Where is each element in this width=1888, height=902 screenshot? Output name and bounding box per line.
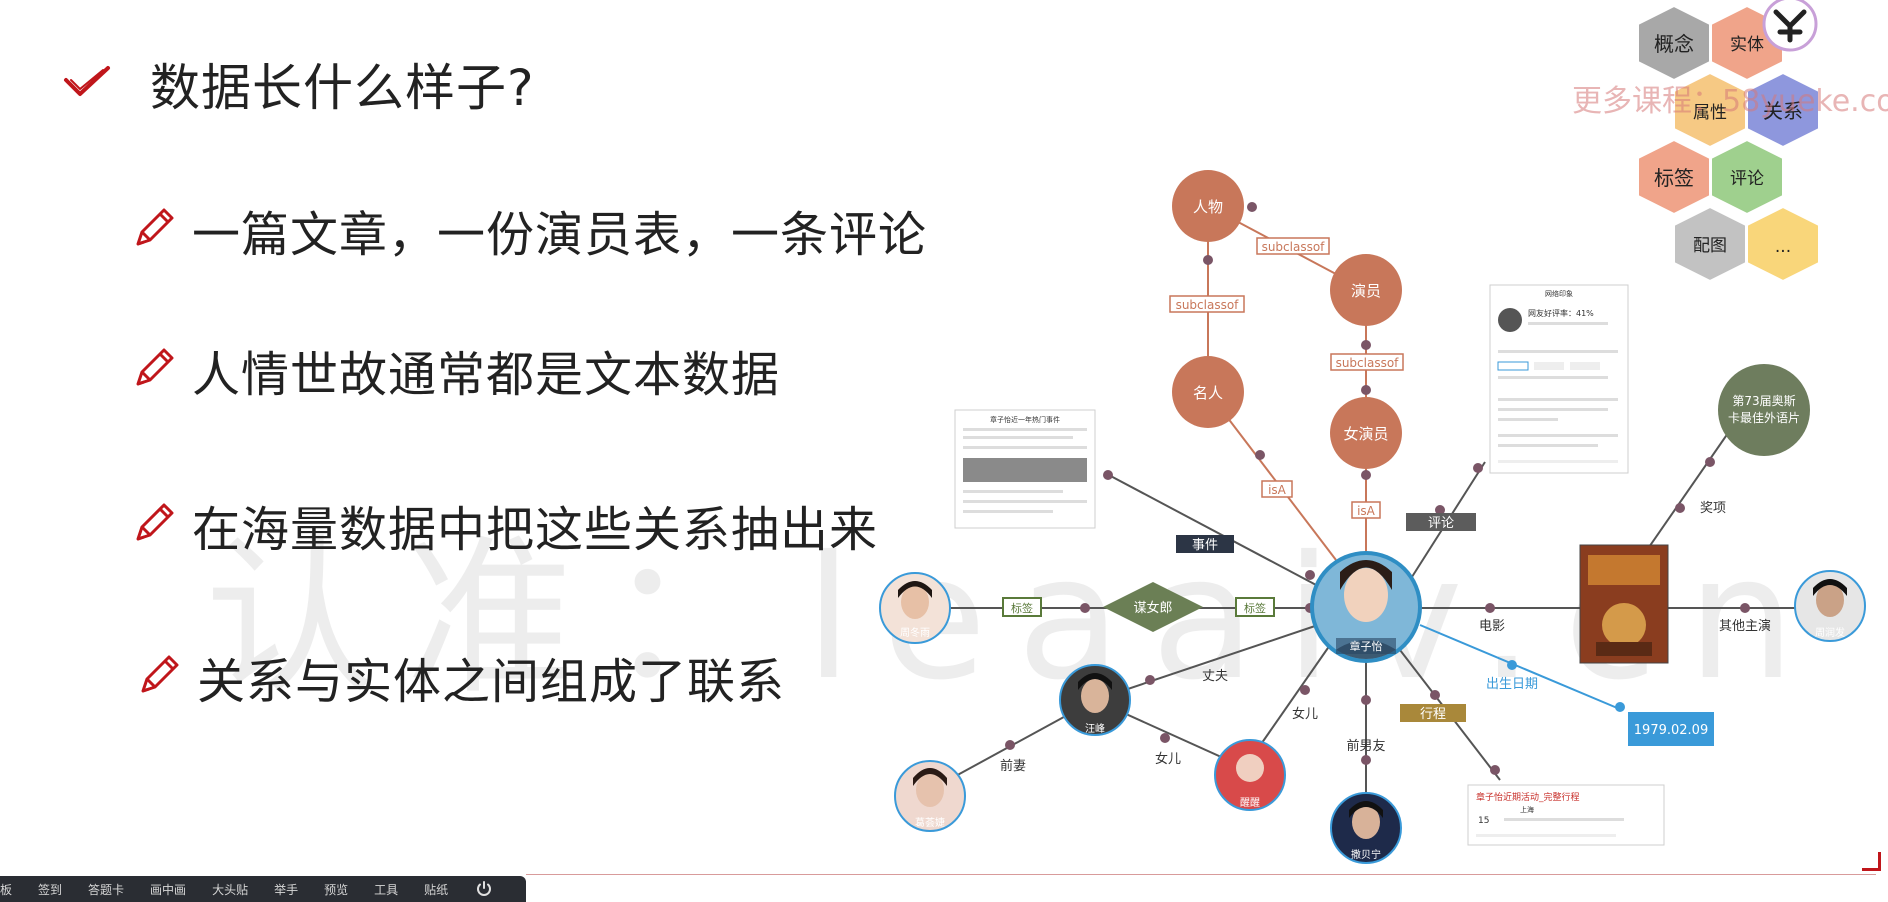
corner-mark <box>1862 852 1881 871</box>
pencil-icon <box>130 204 178 256</box>
pencil-icon <box>130 344 178 396</box>
toolbar-avatar-sticker[interactable]: 大头贴 <box>212 882 249 897</box>
node-yanyuan: 演员 <box>1351 282 1381 300</box>
node-nvyanyuan: 女演员 <box>1343 425 1388 443</box>
node-oscar: 第73届奥斯 <box>1732 394 1795 408</box>
bullet-item-2: 人情世故通常都是文本数据 <box>130 335 780 405</box>
hex-pinglun: 评论 <box>1730 169 1764 189</box>
edge-husband: 丈夫 <box>1202 669 1228 684</box>
hex-more: ... <box>1775 237 1791 257</box>
node-center: 章子怡 <box>1350 639 1383 653</box>
edge-movie: 电影 <box>1479 619 1505 634</box>
node-exbf: 撒贝宁 <box>1351 848 1381 861</box>
hex-biaoqian: 标签 <box>1654 166 1694 190</box>
node-mounvlang: 谋女郎 <box>1133 600 1172 616</box>
edge-tag-b: 标签 <box>1244 601 1266 615</box>
node-hehe: 葛荟婕 <box>915 816 945 829</box>
schedule-card-place: 上海 <box>1520 805 1534 814</box>
hex-guanxi: 关系 <box>1763 99 1803 123</box>
news-card-title: 章子怡近一年热门事件 <box>990 415 1060 424</box>
schedule-card-month: 15 <box>1478 816 1489 826</box>
toolbar-answer-card[interactable]: 答题卡 <box>88 882 125 897</box>
bullet-text-2: 人情世故通常都是文本数据 <box>192 347 781 403</box>
hex-shuxing: 属性 <box>1693 103 1727 123</box>
check-icon <box>62 62 112 106</box>
edge-subclassof-3: subclassof <box>1336 356 1400 370</box>
node-zhoujiefa: 周润发 <box>1815 626 1845 639</box>
svg-text:卡最佳外语片: 卡最佳外语片 <box>1728 411 1800 425</box>
node-daughter: 醒醒 <box>1240 797 1260 809</box>
title-row: 数据长什么样子? <box>62 48 535 120</box>
pencil-icon <box>130 499 178 551</box>
slide-bottom-border <box>526 874 1876 875</box>
bullet-text-3: 在海量数据中把这些关系抽出来 <box>192 502 879 558</box>
edge-birthday: 出生日期 <box>1486 677 1538 692</box>
logo-icon <box>1773 9 1807 43</box>
edge-daughter-2: 女儿 <box>1155 751 1181 767</box>
edge-award: 奖项 <box>1700 501 1726 516</box>
toolbar-sticker[interactable]: 贴纸 <box>424 882 449 897</box>
page-title: 数据长什么样子? <box>150 59 535 117</box>
edge-subclassof-2: subclassof <box>1176 298 1240 312</box>
hex-gainian: 概念 <box>1654 32 1694 56</box>
toolbar-signin[interactable]: 签到 <box>38 882 63 897</box>
bullet-text-1: 一篇文章，一份演员表，一条评论 <box>192 207 928 263</box>
edge-isa-1: isA <box>1268 483 1287 497</box>
edge-comment: 评论 <box>1428 516 1454 531</box>
edge-daughter-1: 女儿 <box>1292 706 1318 722</box>
hex-peitu: 配图 <box>1693 236 1727 256</box>
node-mingren: 名人 <box>1193 384 1223 402</box>
bullet-item-4: 关系与实体之间组成了联系 <box>135 642 785 712</box>
live-toolbar: 板 签到 答题卡 画中画 大头贴 举手 预览 工具 贴纸 <box>0 876 526 902</box>
node-renwu: 人物 <box>1193 198 1223 216</box>
edge-schedule: 行程 <box>1420 707 1446 722</box>
edge-isa-2: isA <box>1357 504 1376 518</box>
knowledge-graph: 人物 演员 名人 女演员 subclassof subclassof subcl… <box>879 170 1866 864</box>
edge-subclassof-1: subclassof <box>1262 240 1326 254</box>
pencil-icon <box>135 651 183 703</box>
bullet-text-4: 关系与实体之间组成了联系 <box>197 654 786 710</box>
hexagon-legend: 概念 实体 属性 关系 标签 评论 配图 ... <box>1637 0 1820 283</box>
slide: 认准：leaaiv.cn 数据长什么样子? 一篇文章，一份演员表，一条评论 人情… <box>62 0 1888 875</box>
edge-exwife: 前妻 <box>1000 758 1026 774</box>
power-icon[interactable] <box>475 880 493 898</box>
comment-card-header: 网络印象 <box>1545 289 1573 298</box>
toolbar-pip[interactable]: 画中画 <box>150 882 187 897</box>
edge-tag-a: 标签 <box>1011 601 1033 615</box>
toolbar-preview[interactable]: 预览 <box>324 882 349 897</box>
edge-event: 事件 <box>1192 538 1218 553</box>
hex-shiti: 实体 <box>1730 35 1764 55</box>
schedule-card-title: 章子怡近期活动_完整行程 <box>1476 791 1580 803</box>
edge-other-lead: 其他主演 <box>1719 618 1771 634</box>
edge-ex-bf: 前男友 <box>1346 738 1385 754</box>
watermark-large: 认准：leaaiv.cn <box>205 520 1826 718</box>
toolbar-raise-hand[interactable]: 举手 <box>274 882 299 897</box>
toolbar-tools[interactable]: 工具 <box>374 882 399 897</box>
node-zhouxun: 周冬雨 <box>900 626 930 639</box>
watermark-top: 更多课程：58yueke.co <box>1572 84 1888 119</box>
comment-card-title: 网友好评率：41% <box>1528 308 1594 318</box>
bullet-item-3: 在海量数据中把这些关系抽出来 <box>130 490 878 560</box>
toolbar-board[interactable]: 板 <box>0 882 13 897</box>
node-wangfeng: 汪峰 <box>1085 723 1105 735</box>
node-date: 1979.02.09 <box>1634 723 1708 738</box>
bullet-item-1: 一篇文章，一份演员表，一条评论 <box>130 195 927 265</box>
